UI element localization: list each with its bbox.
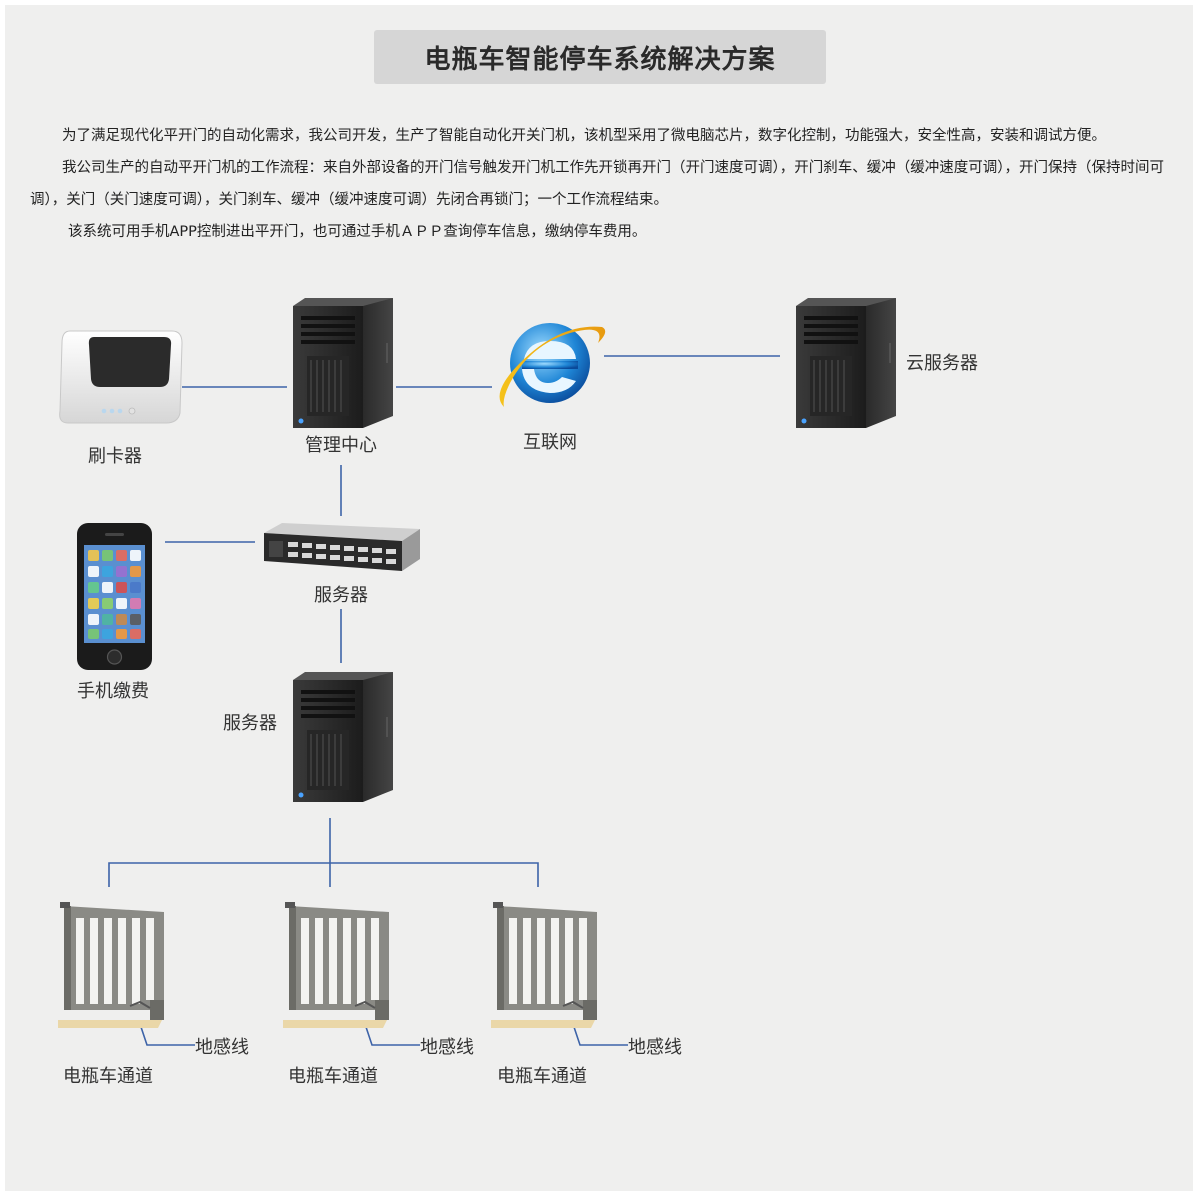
label-internet: 互联网 bbox=[523, 432, 577, 453]
label-mobile-payment: 手机缴费 bbox=[77, 681, 149, 702]
line-bus bbox=[108, 862, 539, 887]
label-management-center: 管理中心 bbox=[305, 435, 377, 456]
label-rack-server: 服务器 bbox=[314, 585, 368, 606]
internet-explorer-icon bbox=[499, 323, 606, 407]
line-sensor-2 bbox=[363, 1020, 420, 1046]
page: 电瓶车智能停车系统解决方案 为了满足现代化平开门的自动化需求，我公司开发，生产了… bbox=[5, 5, 1193, 1191]
label-card-reader: 刷卡器 bbox=[88, 446, 142, 467]
label-cloud-server: 云服务器 bbox=[906, 353, 978, 374]
card-reader-icon bbox=[59, 330, 183, 424]
line-sensor-3 bbox=[571, 1020, 628, 1046]
connector-lines bbox=[108, 355, 780, 1046]
label-sensor-3: 地感线 bbox=[628, 1037, 682, 1058]
smartphone-icon bbox=[77, 523, 152, 670]
label-tower-server: 服务器 bbox=[223, 713, 277, 734]
title-banner: 电瓶车智能停车系统解决方案 bbox=[374, 30, 826, 84]
page-title: 电瓶车智能停车系统解决方案 bbox=[424, 44, 776, 75]
cloud-server-icon bbox=[795, 297, 897, 429]
label-channel-3: 电瓶车通道 bbox=[497, 1066, 587, 1087]
label-sensor-1: 地感线 bbox=[195, 1037, 249, 1058]
gate-icon-3 bbox=[490, 901, 598, 1029]
gate-icon-1 bbox=[57, 901, 165, 1029]
intro-paragraph-3: 该系统可用手机APP控制进出平开门，也可通过手机ＡＰＰ查询停车信息，缴纳停车费用… bbox=[68, 224, 647, 240]
label-channel-2: 电瓶车通道 bbox=[288, 1066, 378, 1087]
intro-paragraph-2: 我公司生产的自动平开门机的工作流程：来自外部设备的开门信号触发开门机工作先开锁再… bbox=[30, 160, 1164, 208]
management-center-server-icon bbox=[292, 297, 394, 429]
rack-server-icon bbox=[264, 523, 420, 571]
intro-paragraph-1: 为了满足现代化平开门的自动化需求，我公司开发，生产了智能自动化开关门机，该机型采… bbox=[62, 128, 1106, 144]
label-sensor-2: 地感线 bbox=[420, 1037, 474, 1058]
tower-server-icon bbox=[292, 671, 394, 803]
system-diagram: 刷卡器 管理中心 互联网 云服务器 手机缴费 服务器 服务器 地感线 地感线 地… bbox=[57, 297, 978, 1087]
line-sensor-1 bbox=[138, 1020, 195, 1046]
gate-icon-2 bbox=[282, 901, 390, 1029]
label-channel-1: 电瓶车通道 bbox=[63, 1066, 153, 1087]
